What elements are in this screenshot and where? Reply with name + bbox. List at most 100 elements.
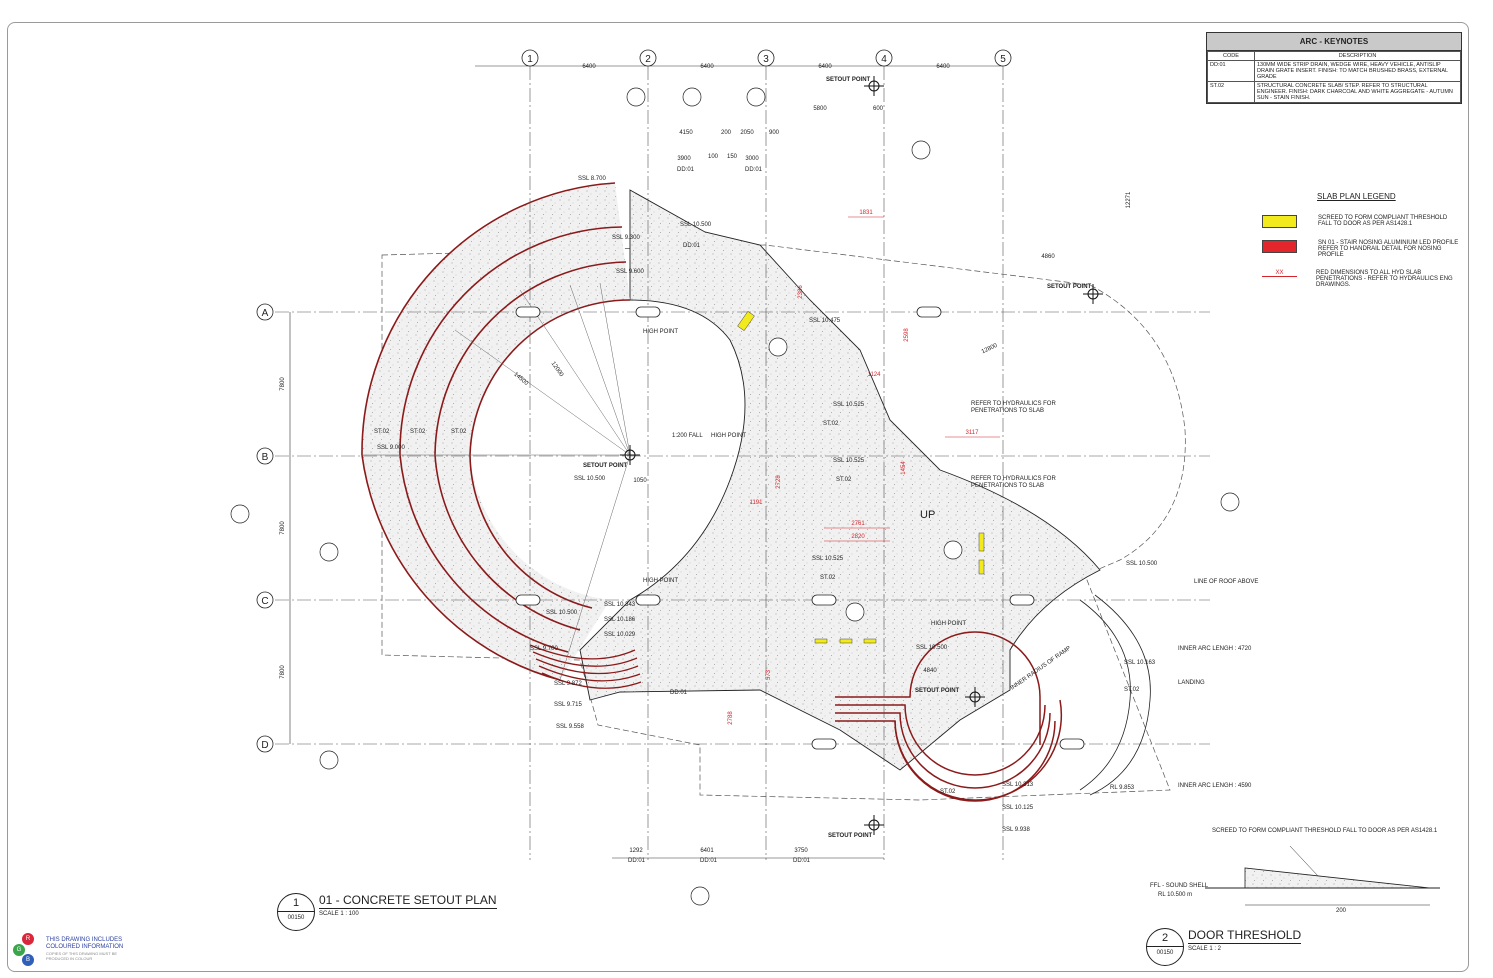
red-dim: 2728	[776, 475, 782, 489]
keynote-code: DD:01	[1207, 60, 1255, 82]
sheet-number: 00150	[1156, 950, 1174, 956]
dim-150: 150	[727, 154, 738, 160]
grid-label-c: C	[261, 596, 268, 607]
red-dim: 1831	[859, 210, 873, 216]
ssl-label: SSL 10.525	[833, 402, 865, 408]
slab-outline	[381, 244, 1186, 801]
red-dim: 573	[766, 669, 772, 680]
coloured-line: THIS DRAWING INCLUDES	[46, 937, 123, 943]
red-dim: 3117	[966, 430, 980, 436]
keynote-tag: ST.02	[820, 575, 836, 581]
grid-bubbles	[256, 49, 1012, 753]
ssl-label: SSL 10.525	[812, 556, 844, 562]
hydraulics-note: REFER TO HYDRAULICS FOR	[971, 476, 1056, 482]
stair-nosing-arcs	[361, 182, 631, 681]
red-dim: 2386	[798, 285, 804, 299]
setout-label: SETOUT POINT	[826, 77, 871, 83]
dim-6401: 6401	[700, 848, 714, 854]
column-markers	[515, 306, 1085, 750]
coloured-line: COPIES OF THIS DRAWING MUST BE	[46, 951, 118, 956]
grid-label-5: 5	[1000, 54, 1006, 65]
keynote-tag: ST.02	[374, 429, 390, 435]
dim-12271: 12271	[1126, 191, 1132, 208]
grid-label-a: A	[262, 308, 269, 319]
ssl-label: SSL 9.700	[530, 646, 558, 652]
drawing-sheet-border	[7, 22, 1469, 972]
red-dim: 1454	[901, 461, 907, 475]
ssl-label: SSL 10.163	[1124, 660, 1156, 666]
dim-12000: 12000	[550, 361, 565, 379]
keynotes-col-description: DESCRIPTION	[1254, 51, 1461, 61]
ssl-label: SSL 10.500	[1126, 561, 1158, 567]
keynote-tag: DD:01	[700, 858, 718, 864]
section-callouts	[230, 87, 1240, 906]
grid-label-b: B	[262, 452, 269, 463]
red-dim: 2788	[728, 711, 734, 725]
dim-3750: 3750	[794, 848, 808, 854]
dim-grid-1-2: 6400	[582, 64, 596, 70]
dim-3000: 3000	[745, 156, 759, 162]
grid-label-1: 1	[527, 54, 533, 65]
ssl-label: SSL 8.700	[578, 176, 606, 182]
dim-4150: 4150	[679, 130, 693, 136]
hydraulics-note: REFER TO HYDRAULICS FOR	[971, 401, 1056, 407]
dim-1050: 1050	[633, 478, 647, 484]
door-threshold-detail	[1205, 845, 1440, 906]
ssl-label: SSL 10.343	[604, 602, 636, 608]
threshold-note: SCREED TO FORM COMPLIANT THRESHOLD FALL …	[1212, 828, 1438, 834]
hydraulics-note: PENETRATIONS TO SLAB	[971, 408, 1044, 414]
up-arrow-label: UP	[920, 509, 935, 521]
ssl-label: SSL 10.186	[604, 617, 636, 623]
red-dim: 1124	[868, 372, 882, 378]
dim-4840: 4840	[923, 668, 937, 674]
dim-5800: 5800	[813, 106, 827, 112]
arc-length-note: INNER ARC LENGH : 4720	[1178, 646, 1252, 652]
view-number-circle: 1 00150	[277, 893, 315, 931]
ssl-label: SSL 9.872	[554, 681, 582, 687]
keynote-tag: DD:01	[683, 243, 701, 249]
legend-text: SCREED TO FORM COMPLIANT THRESHOLD FALL …	[1318, 215, 1448, 227]
coloured-line: COLOURED INFORMATION	[46, 944, 124, 950]
dim-14500: 14500	[512, 372, 529, 388]
keynote-tag: DD:01	[628, 858, 646, 864]
keynote-description: STRUCTURAL CONCRETE SLAB/ STEP. REFER TO…	[1254, 81, 1461, 103]
legend-item: SN 01 - STAIR NOSING ALUMINIUM LED PROFI…	[1262, 240, 1462, 258]
keynote-tag: DD:01	[745, 167, 763, 173]
keynote-code: ST.02	[1207, 81, 1255, 103]
ssl-label: SSL 10.313	[1002, 782, 1034, 788]
keynote-tag: ST.02	[451, 429, 467, 435]
view-number-circle: 2 00150	[1146, 928, 1184, 966]
ssl-label: SSL 10.500	[680, 222, 712, 228]
ramp-radius-label: INNER RADIUS OF RAMP	[1010, 645, 1072, 691]
dim-100: 100	[708, 154, 719, 160]
view-scale: SCALE 1 : 100	[319, 911, 359, 917]
keynote-tag: ST.02	[410, 429, 426, 435]
ssl-label: SSL 9.600	[616, 269, 644, 275]
view-title: 01 - CONCRETE SETOUT PLAN	[319, 893, 497, 909]
legend-title: SLAB PLAN LEGEND	[1317, 192, 1396, 201]
grid-label-4: 4	[881, 54, 887, 65]
grid-label-2: 2	[645, 54, 651, 65]
dim-grid-2-3: 6400	[700, 64, 714, 70]
ssl-label: SSL 10.525	[833, 458, 865, 464]
arc-length-note: INNER ARC LENGH : 4590	[1178, 783, 1252, 789]
legend-item: XX RED DIMENSIONS TO ALL HYD SLAB PENETR…	[1262, 270, 1462, 288]
plan-title-block: 1 00150 01 - CONCRETE SETOUT PLAN SCALE …	[277, 893, 497, 931]
detail-title-block: 2 00150 DOOR THRESHOLD SCALE 1 : 2	[1146, 928, 1302, 966]
keynote-tag: ST.02	[823, 421, 839, 427]
ssl-label: SSL 9.000	[377, 445, 405, 451]
hydraulics-note: PENETRATIONS TO SLAB	[971, 483, 1044, 489]
keynote-row: DD:01 130MM WIDE STRIP DRAIN, WEDGE WIRE…	[1207, 60, 1461, 82]
setout-label: SETOUT POINT	[583, 463, 628, 469]
keynote-description: 130MM WIDE STRIP DRAIN, WEDGE WIRE, HEAV…	[1254, 60, 1461, 82]
keynote-tag: ST.02	[836, 477, 852, 483]
landing-label: LANDING	[1178, 680, 1205, 686]
setout-label: SETOUT POINT	[1047, 284, 1092, 290]
coloured-info-notice: R G B THIS DRAWING INCLUDES COLOURED INF…	[13, 933, 124, 966]
ssl-label: SSL 10.500	[574, 476, 606, 482]
threshold-screeds	[737, 311, 985, 644]
keynote-tag: DD:01	[670, 690, 688, 696]
setout-label: SETOUT POINT	[915, 688, 960, 694]
dim-12800: 12800	[981, 343, 999, 356]
